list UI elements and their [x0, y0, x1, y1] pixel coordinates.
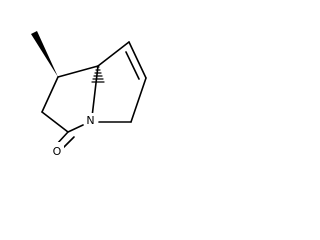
oxygen-atom-label: O — [53, 145, 62, 158]
bond-c5-c6-double — [125, 51, 140, 80]
bond-c5-c6 — [128, 41, 147, 79]
bond-c3-c4 — [41, 111, 69, 133]
oxygen-label-background — [50, 142, 64, 158]
bond-c1-c2 — [57, 65, 99, 78]
atom-labels: N O — [50, 113, 97, 158]
bond-c6-c7 — [130, 77, 147, 123]
bond-c2-c3 — [41, 76, 59, 113]
nitrogen-atom-label: N — [86, 114, 94, 127]
bond-c4-n — [67, 124, 84, 133]
nitrogen-label-background — [84, 113, 97, 127]
bond-n-c1 — [91, 65, 99, 118]
bond-c1-c5 — [97, 41, 130, 67]
wedge-bond-methyl — [31, 31, 58, 77]
molecule-structure-diagram: N O — [31, 31, 147, 158]
bonds — [31, 31, 147, 151]
